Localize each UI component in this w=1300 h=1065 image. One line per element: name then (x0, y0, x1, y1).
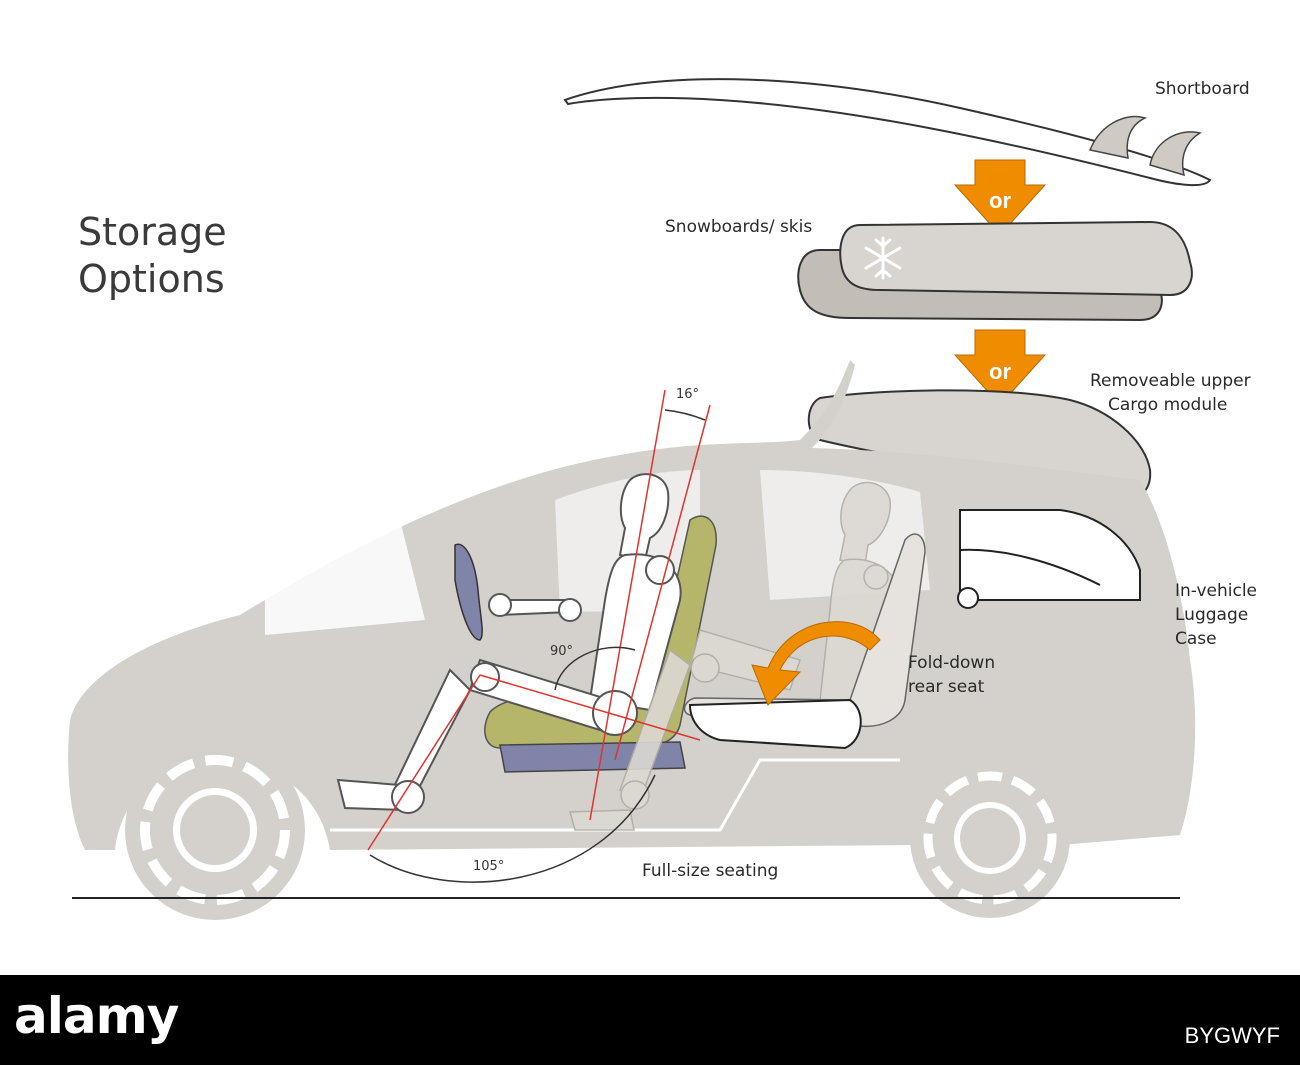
ski-bag-illustration (797, 220, 1193, 322)
storage-options-diagram: Storage Options Shortboard or Snowboards… (68, 78, 1257, 920)
stock-footer-bar: alamy BYGWYF (0, 975, 1300, 1065)
snowboards-label: Snowboards/ skis (665, 217, 812, 237)
or-arrow-bottom: or (953, 329, 1047, 406)
or-label-top: or (989, 188, 1011, 213)
shortboard-illustration (563, 78, 1212, 187)
snowflake-icon (864, 236, 902, 280)
stock-id: BYGWYF (1184, 1023, 1280, 1048)
cargo-label-line2: Cargo module (1108, 395, 1227, 415)
luggage-label-line1: In-vehicle (1175, 581, 1257, 601)
angle-knee-label: 90° (550, 644, 573, 659)
luggage-label-line2: Luggage (1175, 605, 1248, 625)
luggage-case-illustration (957, 509, 1141, 609)
angle-lines (367, 389, 711, 851)
angle-leg-label: 105° (473, 859, 504, 874)
title-line2: Options (78, 257, 225, 301)
title-line1: Storage (78, 210, 227, 254)
angle-headrest-label: 16° (676, 387, 699, 402)
driver-mannequin-illustration (336, 473, 682, 814)
cargo-label-line1: Removeable upper (1090, 371, 1251, 391)
or-label-bottom: or (989, 359, 1011, 384)
seating-label: Full-size seating (642, 861, 778, 881)
fold-arrow-icon (751, 621, 881, 706)
fold-label-line1: Fold-down (908, 653, 995, 673)
rear-wheel-illustration (910, 758, 1070, 918)
steering-wheel-illustration (454, 543, 483, 641)
shortboard-label: Shortboard (1155, 79, 1250, 99)
front-wheel-illustration (125, 740, 305, 920)
folded-seat-cushion (688, 698, 862, 750)
luggage-label-line3: Case (1175, 629, 1217, 649)
brand-logo: alamy (14, 987, 179, 1045)
or-arrow-top: or (953, 159, 1047, 236)
angle-arcs (369, 409, 706, 883)
rear-seat-illustration (683, 533, 926, 728)
fold-label-line2: rear seat (908, 677, 985, 697)
